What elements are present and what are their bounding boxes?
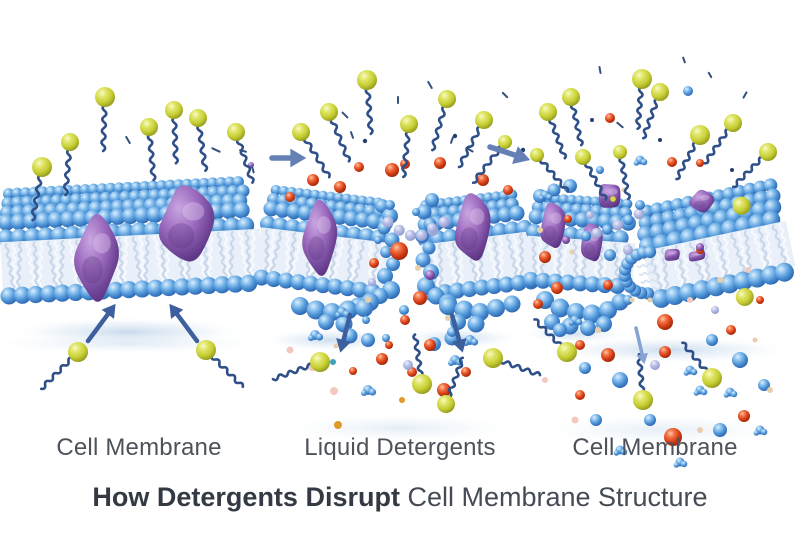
transition-arrow-1 (269, 148, 307, 168)
detergent-molecule (562, 88, 584, 147)
membrane-protein (664, 248, 680, 261)
caption-cell-membrane-intact: Cell Membrane (56, 434, 222, 461)
released-protein (689, 189, 715, 213)
detergent-molecule (61, 133, 79, 197)
detergent-molecule (95, 87, 115, 153)
caption-cell-membrane-dissolved: Cell Membrane (572, 434, 738, 461)
detergent-molecule (400, 115, 418, 179)
detergent-molecules (30, 69, 777, 413)
detergent-molecule (731, 143, 777, 189)
fragment-debris (613, 445, 628, 456)
stage-disrupting-membrane (253, 184, 541, 351)
detergent-molecule (30, 157, 52, 222)
detergent-molecule (437, 356, 465, 413)
detergent-molecule (681, 341, 722, 388)
detergent-molecule (39, 342, 88, 391)
stage-dissolved-membrane (522, 178, 796, 336)
fragment-debris (693, 385, 708, 396)
detergent-molecule (633, 352, 653, 410)
fragment-debris (361, 385, 377, 396)
detergent-molecule (471, 135, 512, 184)
membrane-protein (454, 193, 491, 261)
lipid-bead-chain (382, 216, 450, 241)
detergent-molecule (196, 340, 245, 389)
fragment-debris (568, 315, 583, 326)
fragment-debris (335, 307, 351, 318)
detergent-molecule (165, 101, 183, 165)
fragment-debris (753, 425, 768, 436)
detergent-molecule (613, 145, 632, 201)
fragment-debris (683, 365, 698, 376)
detergent-molecule (483, 348, 542, 377)
detergent-molecule (271, 352, 330, 382)
broken-edges (291, 193, 521, 351)
detergent-molecule (357, 70, 377, 136)
detergent-molecule (675, 125, 710, 181)
fragment-debris (308, 330, 324, 341)
lipid-bead-chain (580, 208, 645, 242)
transition-arrow-2 (487, 144, 531, 164)
reflections (0, 317, 800, 446)
released-protein (598, 183, 621, 208)
title-regular-part: Cell Membrane Structure (399, 482, 708, 512)
detergent-molecule (292, 123, 331, 179)
release-arrow-down (336, 312, 353, 353)
membrane-protein (158, 185, 215, 262)
detergent-molecule (431, 90, 456, 152)
release-arrow-down (449, 312, 467, 353)
motion-dashes (125, 56, 748, 174)
detergent-molecule (320, 103, 352, 163)
membrane-protein (74, 214, 119, 302)
fragment-debris (633, 155, 648, 166)
detergent-molecule (575, 149, 608, 201)
membrane-protein (540, 202, 566, 249)
detergent-molecule (412, 333, 432, 394)
detergent-molecule (227, 123, 255, 184)
detergent-molecule (632, 69, 652, 131)
fragment-debris (723, 387, 738, 398)
released-particles (248, 86, 773, 468)
detergent-molecule (641, 83, 669, 140)
detergent-molecule (539, 103, 568, 160)
detergent-molecule (189, 109, 209, 172)
release-arrow-down (634, 326, 648, 365)
figure-title: How Detergents Disrupt Cell Membrane Str… (0, 482, 800, 513)
fragment-debris (538, 190, 553, 201)
membrane-protein (302, 199, 338, 276)
insertion-arrow-up (85, 303, 116, 344)
detergent-molecule (530, 148, 570, 193)
stage-intact-membrane (0, 176, 263, 305)
detergent-molecule (457, 111, 493, 169)
insertion-arrow-up (169, 303, 200, 344)
fragment-debris (673, 457, 688, 468)
detergent-molecule (703, 114, 742, 165)
title-bold-part: How Detergents Disrupt (92, 482, 400, 512)
detergent-molecule (140, 118, 158, 182)
arrows (85, 144, 648, 365)
caption-liquid-detergents: Liquid Detergents (304, 434, 496, 461)
detergent-molecule (533, 318, 577, 362)
